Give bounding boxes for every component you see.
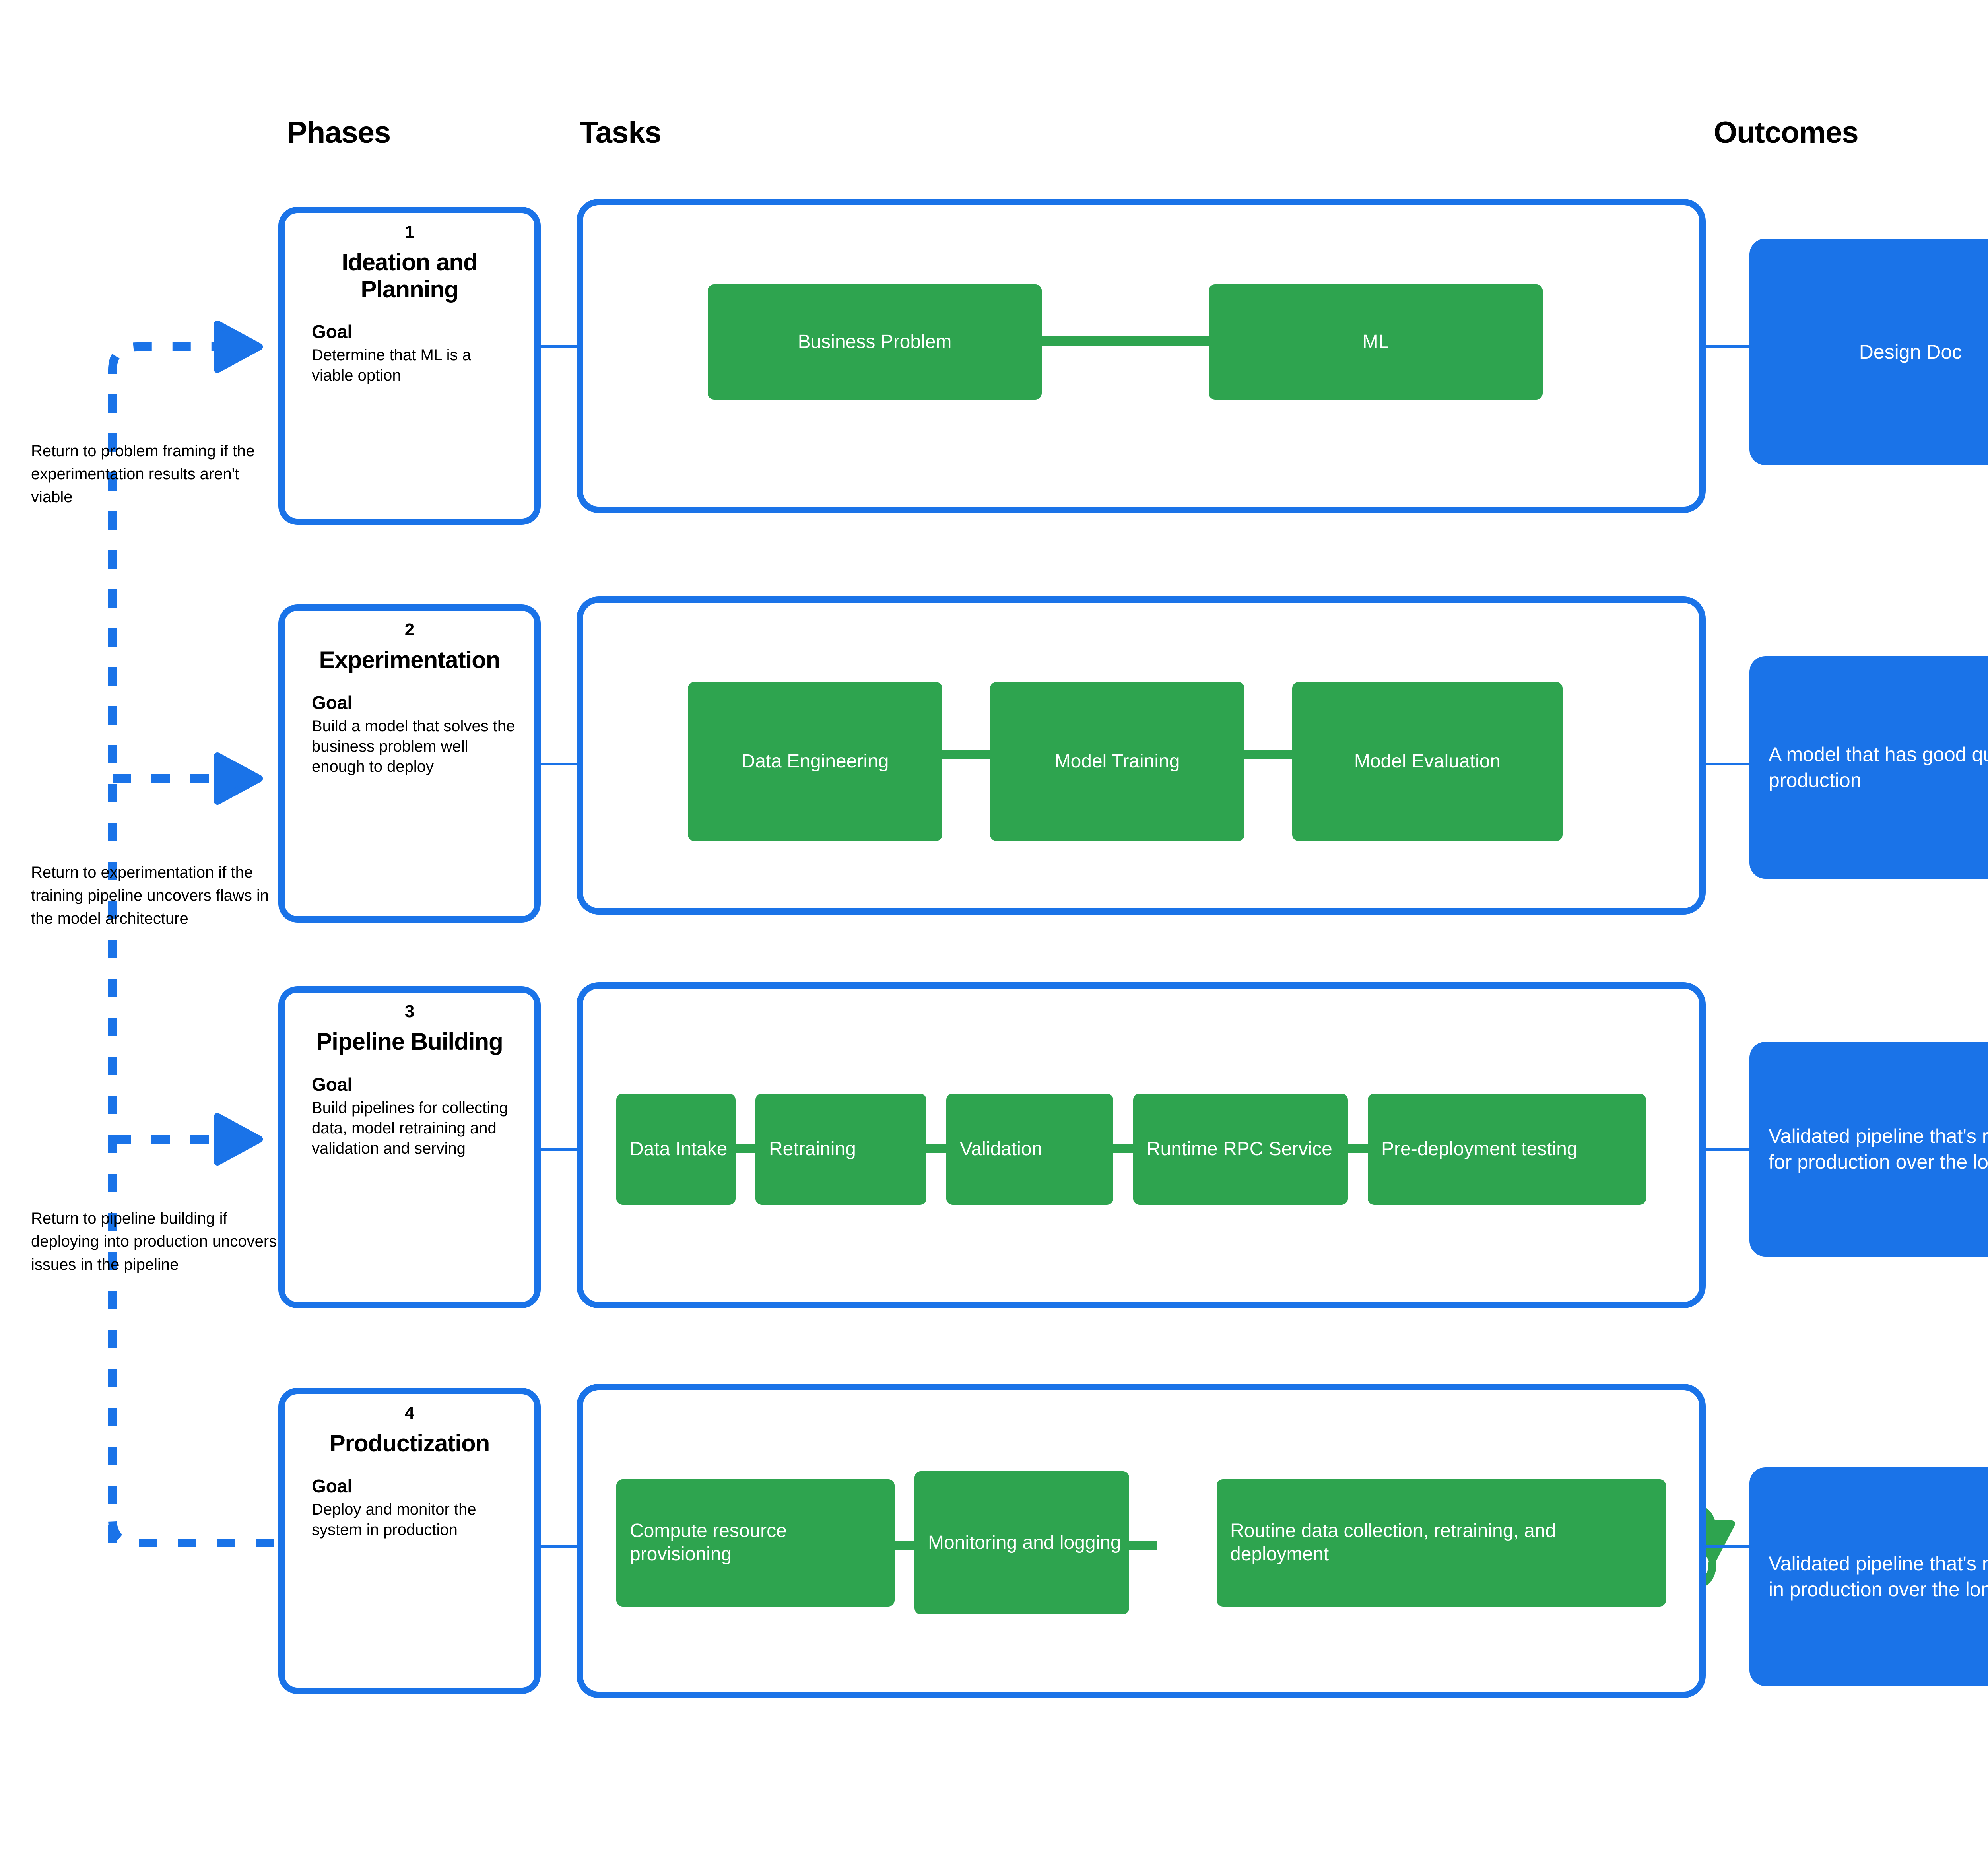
phase-number: 2 xyxy=(404,620,415,639)
connector-de-to-mt xyxy=(942,750,990,759)
goal-text: Build a model that solves the business p… xyxy=(312,717,515,776)
column-header-outcomes: Outcomes xyxy=(1714,116,1859,150)
connector-compute-to-monitoring xyxy=(895,1541,914,1550)
feedback-note-3: Return to pipeline building if deploying… xyxy=(31,1210,277,1273)
phase-goal-block: Goal Deploy and monitor the system in pr… xyxy=(302,1475,517,1540)
task-box-retraining[interactable]: Retraining xyxy=(755,1094,926,1205)
feedback-note-2: Return to experimentation if the trainin… xyxy=(31,864,269,927)
phase-title: Productization xyxy=(329,1430,490,1457)
feedback-note-1: Return to problem framing if the experim… xyxy=(31,442,255,506)
connector-phase2-to-tasks2 xyxy=(541,763,577,765)
phase-card-4[interactable]: 4 Productization Goal Deploy and monitor… xyxy=(278,1388,541,1694)
connector-tasks2-to-outcome2 xyxy=(1706,763,1749,765)
phase-number: 3 xyxy=(404,1002,415,1021)
phase-goal-block: Goal Determine that ML is a viable optio… xyxy=(302,321,517,386)
phase-card-1[interactable]: 1 Ideation and Planning Goal Determine t… xyxy=(278,207,541,525)
task-box-pre-deployment-testing[interactable]: Pre-deployment testing xyxy=(1368,1094,1646,1205)
phase-title: Experimentation xyxy=(319,647,500,674)
connector-tasks1-to-outcome1 xyxy=(1706,345,1749,348)
task-box-runtime-rpc-service[interactable]: Runtime RPC Service xyxy=(1133,1094,1348,1205)
phase-goal-block: Goal Build a model that solves the busin… xyxy=(302,692,517,777)
task-box-data-engineering[interactable]: Data Engineering xyxy=(688,682,942,841)
column-header-phases: Phases xyxy=(287,116,391,150)
phase-number: 4 xyxy=(404,1403,415,1423)
connector-phase4-to-tasks4 xyxy=(541,1545,577,1548)
phase-goal-block: Goal Build pipelines for collecting data… xyxy=(302,1074,517,1159)
phase-title: Ideation and Planning xyxy=(342,249,478,303)
task-box-ml[interactable]: ML xyxy=(1209,284,1543,400)
goal-label: Goal xyxy=(312,692,353,713)
phase-card-3[interactable]: 3 Pipeline Building Goal Build pipelines… xyxy=(278,986,541,1308)
task-box-data-intake[interactable]: Data Intake xyxy=(616,1094,736,1205)
goal-label: Goal xyxy=(312,321,353,342)
outcome-box-3[interactable]: Validated pipeline that's ready for prod… xyxy=(1749,1042,1988,1257)
outcome-box-1[interactable]: Design Doc xyxy=(1749,239,1988,465)
connector-rt-to-val xyxy=(926,1144,946,1153)
connector-tasks4-to-outcome4 xyxy=(1706,1545,1749,1548)
outcome-box-2[interactable]: A model that has good quality for produc… xyxy=(1749,656,1988,879)
phase-card-2[interactable]: 2 Experimentation Goal Build a model tha… xyxy=(278,604,541,923)
outcome-box-4[interactable]: Validated pipeline that's running in pro… xyxy=(1749,1467,1988,1686)
column-header-tasks: Tasks xyxy=(580,116,662,150)
task-box-monitoring-and-logging[interactable]: Monitoring and logging xyxy=(914,1471,1129,1614)
connector-business-problem-to-ml xyxy=(1042,336,1209,346)
task-box-validation[interactable]: Validation xyxy=(946,1094,1113,1205)
phase-number: 1 xyxy=(404,222,415,242)
task-box-business-problem[interactable]: Business Problem xyxy=(708,284,1042,400)
task-box-model-evaluation[interactable]: Model Evaluation xyxy=(1292,682,1563,841)
feedback-origin-phase-4 xyxy=(108,1519,274,1547)
connector-monitoring-to-routine xyxy=(1129,1541,1157,1550)
connector-phase3-to-tasks3 xyxy=(541,1148,577,1151)
task-box-routine-data-collection[interactable]: Routine data collection, retraining, and… xyxy=(1217,1479,1666,1607)
task-box-model-training[interactable]: Model Training xyxy=(990,682,1244,841)
connector-rpc-to-predeploy xyxy=(1348,1144,1368,1153)
feedback-arrow-to-phase-1 xyxy=(108,321,263,1543)
connector-phase1-to-tasks1 xyxy=(541,345,577,348)
goal-label: Goal xyxy=(312,1475,353,1496)
goal-label: Goal xyxy=(312,1074,353,1095)
goal-text: Deploy and monitor the system in product… xyxy=(312,1500,476,1539)
goal-text: Determine that ML is a viable option xyxy=(312,346,471,385)
goal-text: Build pipelines for collecting data, mod… xyxy=(312,1099,508,1158)
connector-tasks3-to-outcome3 xyxy=(1706,1148,1749,1151)
connector-mt-to-me xyxy=(1244,750,1292,759)
phase-title: Pipeline Building xyxy=(316,1028,503,1055)
task-box-compute-resource-provisioning[interactable]: Compute resource provisioning xyxy=(616,1479,895,1607)
connector-di-to-rt xyxy=(736,1144,755,1153)
connector-val-to-rpc xyxy=(1113,1144,1133,1153)
